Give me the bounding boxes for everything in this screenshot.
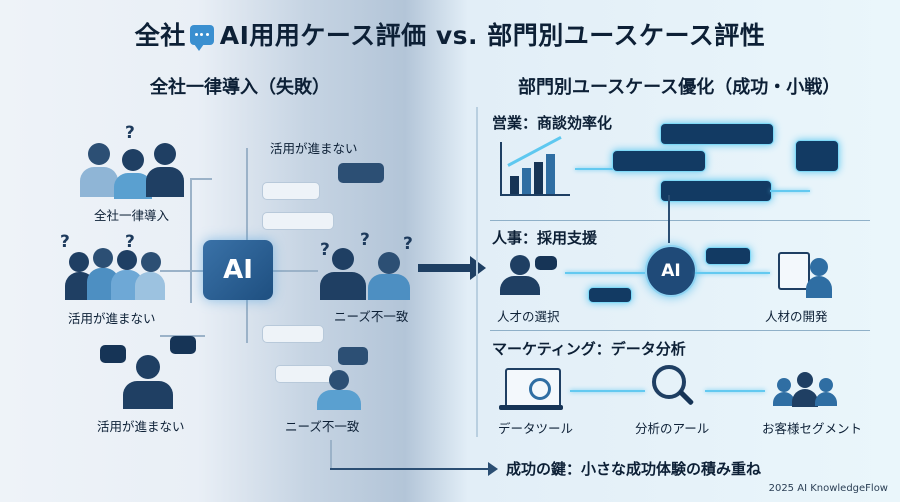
connector-line [273,270,318,272]
people-group-icon [80,135,190,200]
magnifier-icon [652,365,686,399]
key-message: 成功の鍵：小さな成功体験の積み重ね [506,460,762,478]
group-mid-label: 活用が進まない [68,311,156,326]
glow-connector [695,272,770,274]
speech-bubble-icon [705,247,751,265]
glow-connector [770,190,810,192]
left-heading: 全社一律導入（失敗） [150,77,330,98]
magnifier-handle-icon [677,389,695,406]
connector-line [330,468,490,470]
glow-connector [705,390,765,392]
people-group-icon [65,240,165,302]
growth-person-icon [806,258,832,298]
section-hr-title: 人事：採用支援 [492,229,598,247]
connector-line [668,195,670,243]
glow-connector [565,272,645,274]
speech-bubble-icon [660,123,774,145]
speech-bubble-icon [262,212,334,230]
question-mark-icon: ? [125,123,135,143]
speech-bubble-icon [262,325,324,343]
speech-bubble-icon [588,287,632,303]
ai-node-icon: AI [645,245,697,297]
speech-bubble-icon [100,345,126,363]
clipboard-icon [778,252,810,290]
laptop-icon [505,368,561,408]
title-right: AI用用ケース評価 vs. 部門別ユースケース評性 [219,21,766,50]
divider [490,220,870,221]
hr-left-label: 人才の選択 [497,309,560,324]
speech-bubble-icon [262,182,320,200]
marketing-analysis-label: 分析のアール [635,421,710,436]
question-mark-icon: ? [360,230,370,250]
section-sales-title: 営業：商談効率化 [492,114,613,132]
candidate-icon [500,255,540,295]
hr-right-label: 人材の開発 [765,309,828,324]
question-mark-icon: ? [125,232,135,252]
glow-connector [570,390,645,392]
mismatch-label-1: ニーズ不一致 [334,309,409,324]
mismatch-label-2: ニーズ不一致 [285,419,360,434]
arrow-head-icon [488,462,498,476]
connector-line [160,270,205,272]
question-mark-icon: ? [320,240,330,260]
chart-bubble-icon [535,256,557,270]
chat-icon [189,25,214,51]
marketing-segment-label: お客様セグメント [762,421,863,436]
chat-dots-icon [795,140,839,172]
bubble-top-label: 活用が進まない [270,141,358,156]
connector-line [330,440,332,470]
transition-arrow-icon [418,256,486,280]
laptop-base-icon [499,405,563,410]
speech-bubble-icon [170,336,196,354]
ai-chip-icon: AI [203,240,273,300]
growth-chart-icon [500,136,570,196]
footer-credit: 2025 AI KnowledgeFlow [768,483,888,494]
glow-connector [575,168,615,170]
section-marketing-title: マーケティング：データ分析 [492,340,686,358]
group-top-label: 全社一律導入 [94,208,170,223]
connector-line [190,178,192,303]
speech-bubble-icon [612,150,706,172]
speech-bubble-icon [338,347,368,365]
group-bottom-label: 活用が進まない [97,419,185,434]
person-icon [315,370,365,410]
question-mark-icon: ? [403,234,413,254]
divider [476,107,478,437]
connector-line [190,178,212,180]
page-title: 全社 AI用用ケース評価 vs. 部門別ユースケース評性 [0,16,900,52]
person-phone-icon [118,355,178,410]
divider [490,330,870,331]
customer-segment-icon [773,372,837,408]
right-heading: 部門別ユースケース優化（成功・小戦） [518,77,841,98]
marketing-data-tool-label: データツール [498,421,574,436]
people-pair-icon [320,248,410,300]
connector-line [246,148,248,243]
connector-line [246,298,248,343]
speech-bubble-icon [660,180,772,202]
speech-bubble-icon [338,163,384,183]
title-left: 全社 [134,21,186,50]
question-mark-icon: ? [60,232,70,252]
